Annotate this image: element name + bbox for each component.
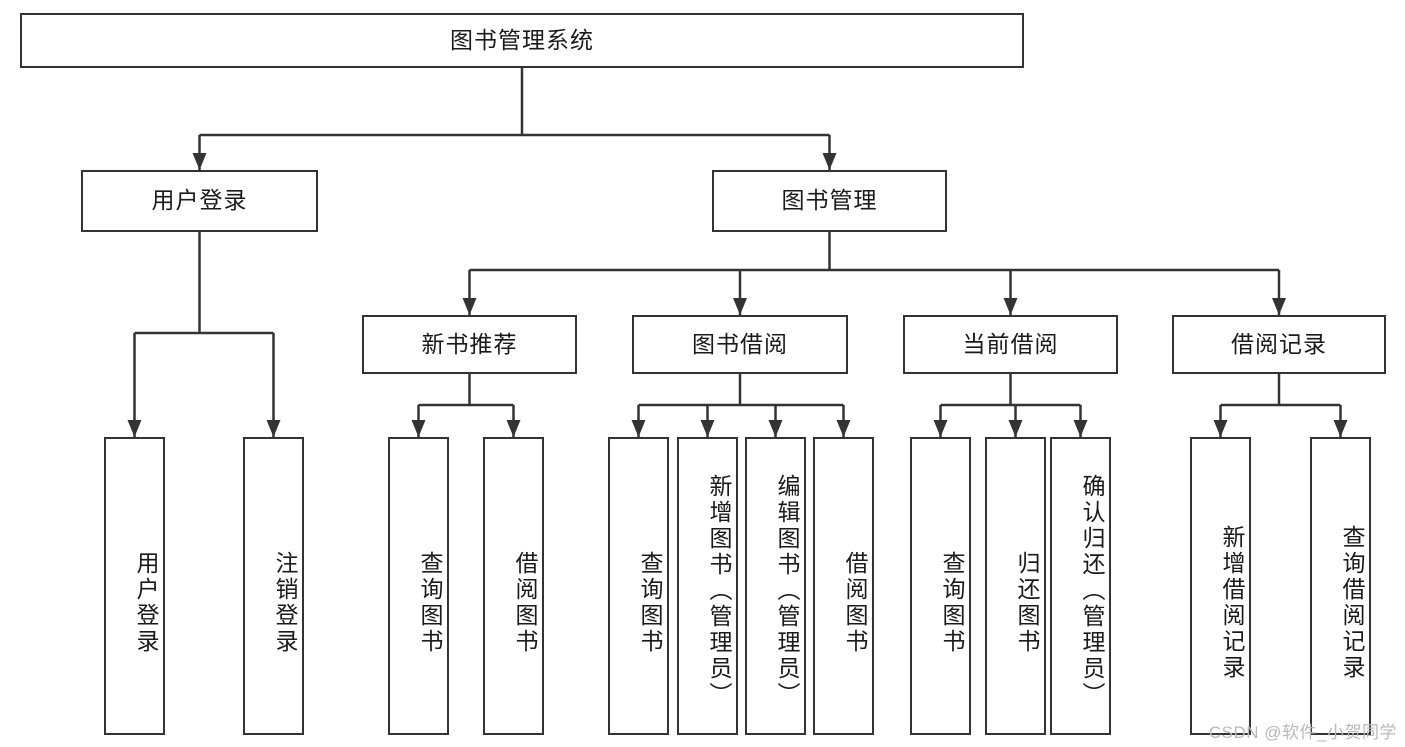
node-label: 查询图书 bbox=[417, 551, 443, 655]
node-leaf-cur-confirm[interactable]: 确认归还（管理员） bbox=[1050, 437, 1111, 735]
node-label: 编辑图书（管理员） bbox=[774, 474, 800, 708]
node-book-manage[interactable]: 图书管理 bbox=[712, 170, 947, 232]
arrowhead-leaf-cur-query bbox=[933, 420, 948, 437]
node-label: 新增图书（管理员） bbox=[706, 474, 732, 708]
node-leaf-cur-query[interactable]: 查询图书 bbox=[910, 437, 971, 735]
node-leaf-cur-return[interactable]: 归还图书 bbox=[985, 437, 1046, 735]
node-label: 借阅图书 bbox=[842, 551, 868, 655]
arrowhead-new-book-rec bbox=[462, 298, 477, 315]
arrowhead-leaf-cur-return bbox=[1008, 420, 1023, 437]
arrowhead-leaf-rec-borrow bbox=[506, 420, 521, 437]
node-leaf-user-logout[interactable]: 注销登录 bbox=[243, 437, 304, 735]
node-label: 图书管理系统 bbox=[450, 26, 594, 53]
node-label: 查询图书 bbox=[637, 551, 663, 655]
node-leaf-book-borrow[interactable]: 借阅图书 bbox=[813, 437, 874, 735]
node-label: 查询图书 bbox=[939, 551, 965, 655]
node-new-book-rec[interactable]: 新书推荐 bbox=[362, 315, 577, 374]
node-leaf-record-add[interactable]: 新增借阅记录 bbox=[1190, 437, 1251, 735]
arrowhead-leaf-book-borrow bbox=[836, 420, 851, 437]
node-label: 注销登录 bbox=[272, 551, 298, 655]
node-book-borrow[interactable]: 图书借阅 bbox=[632, 315, 848, 374]
node-label: 用户登录 bbox=[151, 187, 248, 214]
node-current-borrow[interactable]: 当前借阅 bbox=[903, 315, 1118, 374]
node-label: 当前借阅 bbox=[962, 330, 1059, 357]
arrowhead-leaf-cur-confirm bbox=[1073, 420, 1088, 437]
node-label: 图书借阅 bbox=[692, 330, 788, 357]
node-leaf-book-add[interactable]: 新增图书（管理员） bbox=[677, 437, 738, 735]
node-label: 图书管理 bbox=[781, 187, 878, 214]
arrowhead-borrow-record bbox=[1272, 298, 1286, 315]
node-borrow-record[interactable]: 借阅记录 bbox=[1172, 315, 1386, 374]
arrowhead-leaf-user-login bbox=[127, 420, 142, 437]
node-label: 确认归还（管理员） bbox=[1079, 474, 1105, 708]
node-root[interactable]: 图书管理系统 bbox=[20, 13, 1024, 68]
node-label: 用户登录 bbox=[133, 551, 159, 655]
arrowhead-book-manage bbox=[822, 153, 837, 170]
arrowhead-leaf-borrow-query bbox=[631, 420, 646, 437]
node-leaf-record-query[interactable]: 查询借阅记录 bbox=[1310, 437, 1371, 735]
node-label: 新增借阅记录 bbox=[1219, 525, 1245, 681]
arrowhead-leaf-user-logout bbox=[266, 420, 281, 437]
node-leaf-user-login[interactable]: 用户登录 bbox=[104, 437, 165, 735]
arrowhead-leaf-record-add bbox=[1213, 420, 1228, 437]
node-leaf-borrow-query[interactable]: 查询图书 bbox=[608, 437, 669, 735]
node-label: 归还图书 bbox=[1014, 551, 1040, 655]
arrowhead-book-borrow bbox=[733, 298, 747, 315]
csdn-watermark: CSDN @软件_小贺同学 bbox=[1208, 723, 1397, 742]
arrowhead-user-login bbox=[192, 153, 207, 170]
node-leaf-rec-borrow[interactable]: 借阅图书 bbox=[483, 437, 544, 735]
node-label: 查询借阅记录 bbox=[1339, 525, 1365, 681]
node-leaf-book-edit[interactable]: 编辑图书（管理员） bbox=[745, 437, 806, 735]
arrowhead-leaf-book-add bbox=[700, 420, 715, 437]
node-label: 新书推荐 bbox=[421, 330, 518, 357]
node-leaf-rec-query[interactable]: 查询图书 bbox=[388, 437, 449, 735]
arrowhead-leaf-book-edit bbox=[768, 420, 783, 437]
node-label: 借阅记录 bbox=[1231, 330, 1327, 357]
arrowhead-leaf-record-query bbox=[1333, 420, 1348, 437]
arrowhead-leaf-rec-query bbox=[411, 420, 426, 437]
node-label: 借阅图书 bbox=[512, 551, 538, 655]
node-user-login[interactable]: 用户登录 bbox=[81, 170, 318, 232]
arrowhead-current-borrow bbox=[1003, 298, 1018, 315]
